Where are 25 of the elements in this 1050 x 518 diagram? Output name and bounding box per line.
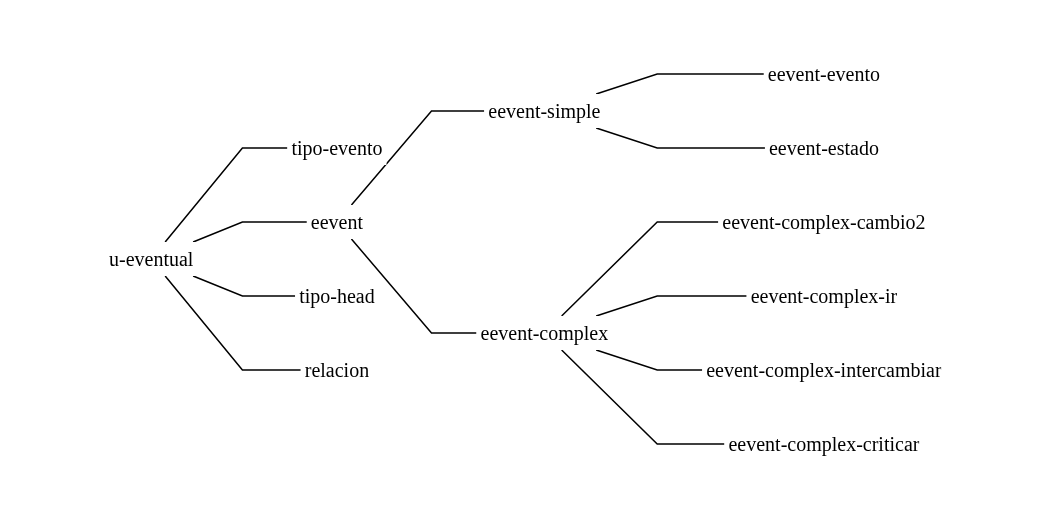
node-text: relacion [304,359,369,381]
connector [595,73,765,95]
node-text: eevent-complex-criticar [728,433,920,455]
connector [595,349,703,371]
connector [192,221,308,243]
node-text: tipo-head [298,285,375,307]
node-text: u-eventual [108,248,194,270]
node-text: tipo-evento [291,137,383,159]
connector [595,127,766,149]
node-text: eevent [310,211,363,233]
connector [192,275,296,297]
connector [350,110,485,206]
node-text: eevent-estado [768,137,879,159]
connector [164,147,288,243]
node-text: eevent-complex [480,322,608,344]
connector [350,238,477,334]
connector [164,275,302,371]
connector [560,221,719,317]
node-text: eevent-complex-ir [750,285,897,307]
node-text: eevent-evento [767,63,880,85]
node-text: eevent-complex-cambio2 [721,211,926,233]
node-text: eevent-simple [487,100,601,122]
connector [560,349,725,445]
connector [595,295,748,317]
node-text: eevent-complex-intercambiar [705,359,942,381]
